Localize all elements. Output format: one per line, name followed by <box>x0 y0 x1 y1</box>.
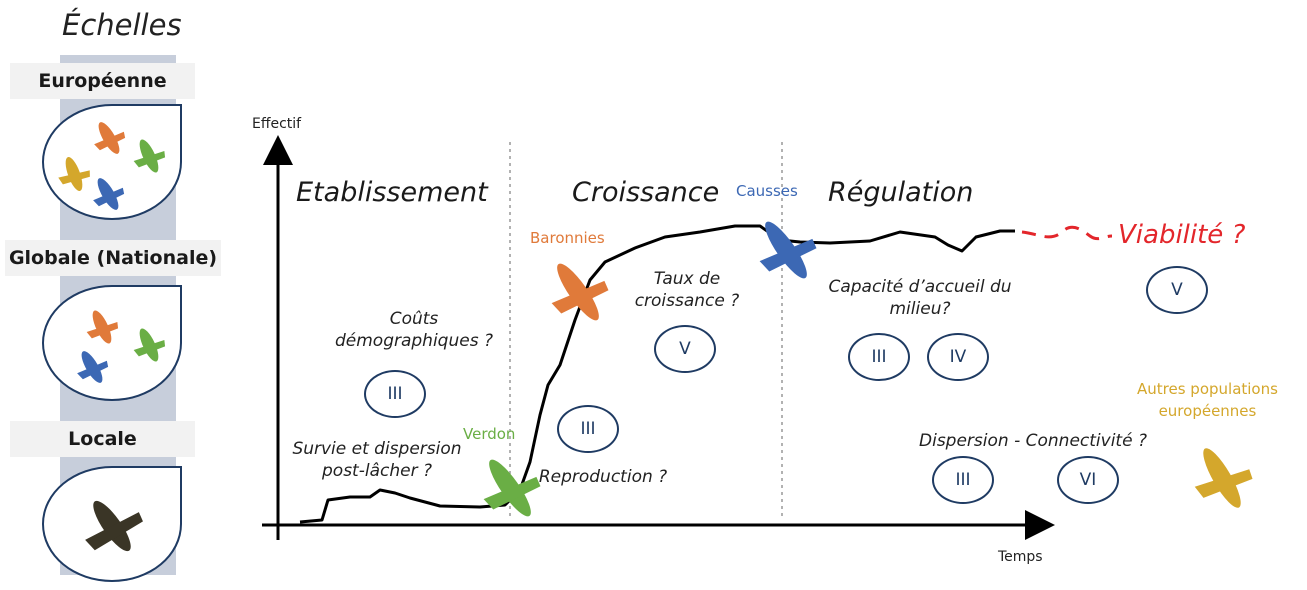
scale-label-european: Européenne <box>10 63 195 99</box>
chapter-circle-viability: V <box>1146 266 1208 314</box>
vulture-icon <box>551 263 609 321</box>
vulture-icon <box>1194 448 1253 508</box>
vulture-icon <box>58 156 90 192</box>
viability-projection <box>1021 225 1113 241</box>
chapter-circle-reproduction: III <box>557 405 619 453</box>
question-demographic-costs: Coûts démographiques ? <box>334 309 493 351</box>
question-survival-dispersal: Survie et dispersion post-lâcher ? <box>292 439 462 481</box>
site-label-baronnies: Baronnies <box>530 229 605 247</box>
local-vulture-icon <box>85 500 143 552</box>
question-viability: Viabilité ? <box>1118 220 1246 250</box>
vulture-icon <box>77 351 109 383</box>
global-scale-drop <box>42 285 182 401</box>
question-dispersal-connectivity: Dispersion - Connectivité ? <box>919 431 1147 451</box>
site-label-verdon: Verdon <box>463 425 516 443</box>
question-growth-rate: Taux de croissance ? <box>634 269 740 311</box>
phase-title-regulation: Régulation <box>828 177 974 208</box>
chapter-circle-capacity-b: IV <box>927 333 989 381</box>
question-reproduction: Reproduction ? <box>538 467 668 487</box>
scales-title: Échelles <box>62 8 182 42</box>
european-vultures-icon <box>58 122 166 210</box>
chapter-circle-dispersal-a: III <box>932 456 994 504</box>
chapter-circle-demographic-costs: III <box>364 370 426 418</box>
european-scale-drop <box>42 104 182 220</box>
chapter-circle-dispersal-b: VI <box>1057 456 1119 504</box>
scale-label-local: Locale <box>10 421 195 457</box>
vulture-icon <box>86 310 119 344</box>
chapter-circle-growth-rate: V <box>654 325 716 373</box>
chapter-circle-capacity-a: III <box>848 333 910 381</box>
vulture-icon <box>133 139 166 173</box>
phase-title-establishment: Etablissement <box>296 177 488 208</box>
vulture-icon <box>759 221 817 279</box>
phase-title-growth: Croissance <box>572 177 720 208</box>
vulture-icon <box>94 122 126 154</box>
x-axis-label: Temps <box>998 549 1043 565</box>
local-scale-drop <box>42 466 182 582</box>
y-axis-label: Effectif <box>252 116 302 132</box>
question-carrying-capacity: Capacité d’accueil du milieu? <box>828 277 1012 319</box>
scale-label-global: Globale (Nationale) <box>5 240 221 276</box>
population-curve <box>299 224 1015 524</box>
vulture-icon <box>133 328 166 362</box>
vulture-icon <box>93 178 125 210</box>
global-vultures-icon <box>77 310 166 383</box>
site-label-other-populations: Autres populations européennes <box>1137 380 1278 420</box>
site-label-causses: Causses <box>736 182 798 200</box>
vulture-icon <box>483 459 541 517</box>
